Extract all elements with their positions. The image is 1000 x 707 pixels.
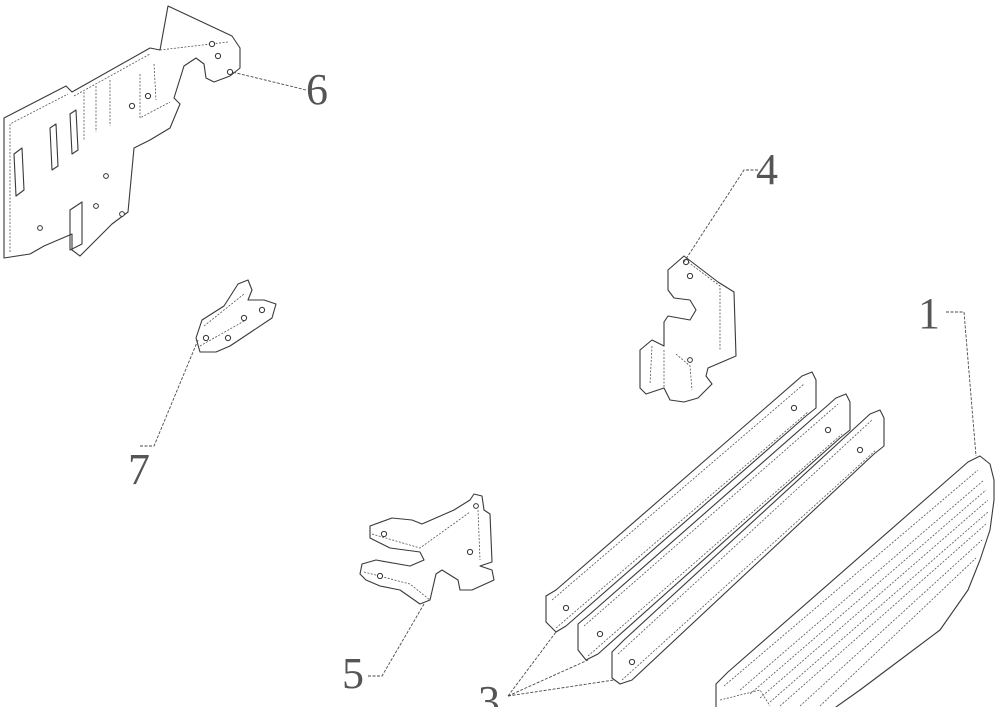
callout-5: 5 [342, 649, 364, 698]
part-1-grooved-rail [715, 455, 995, 707]
leader-7 [140, 339, 199, 447]
callout-3: 3 [478, 677, 500, 707]
callout-4: 4 [756, 145, 778, 194]
callout-6: 6 [306, 65, 328, 114]
part-6-mounting-plate [3, 5, 241, 259]
leader-3b [507, 659, 589, 697]
leader-5 [368, 603, 425, 677]
part-4-folded-bracket [639, 255, 737, 403]
leader-6 [231, 71, 307, 91]
leader-3c [507, 679, 615, 697]
callout-7: 7 [128, 445, 150, 494]
leader-1 [946, 311, 977, 457]
leader-3a [507, 631, 557, 697]
leader-lines [140, 71, 977, 697]
leader-4 [683, 169, 758, 263]
part-7-small-bracket [195, 279, 277, 353]
part-5-bracket [359, 493, 495, 605]
part-3-flat-bars [545, 371, 885, 685]
callout-1: 1 [918, 289, 940, 338]
